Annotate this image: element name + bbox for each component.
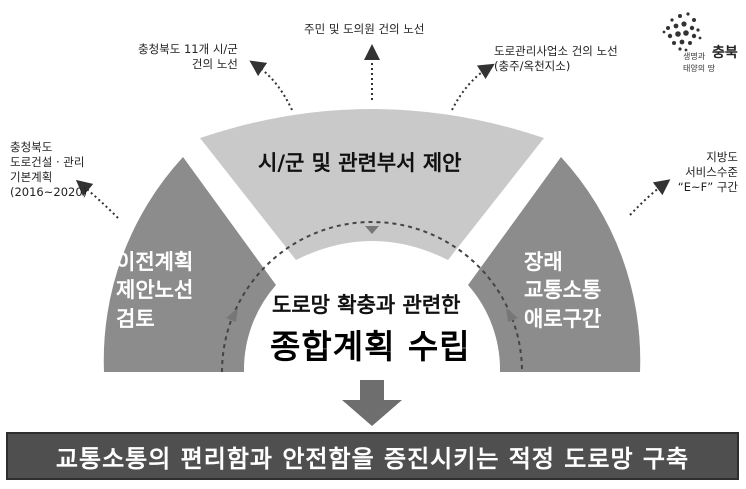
left-segment-label: 이전계획 제안노선 검토 [116, 248, 193, 333]
arc-arrow-top [365, 226, 379, 234]
annotation-line: (2016~2020) [10, 184, 88, 199]
right-label-line: 애로구간 [524, 306, 602, 331]
annotation-residents: 주민 및 도의원 건의 노선 [304, 22, 425, 36]
annotation-office: 도로관리사업소 건의 노선 (충주/옥천지소) [494, 44, 618, 74]
arc-arrow-left [226, 308, 238, 322]
annotation-left-plan: 충청북도 도로건설 · 관리 기본계획 (2016~2020) [10, 140, 87, 200]
annotation-line: 기본계획 [10, 169, 53, 184]
logo-text-bottom: 태양의 땅 [683, 64, 715, 73]
annotation-line: 도로관리사업소 건의 노선 [494, 44, 618, 58]
connector-service [629, 179, 671, 216]
annotation-service: 지방도 서비스수준 “E~F” 구간 [672, 150, 738, 195]
logo-icon [662, 12, 702, 52]
center-title: 종합계획 수립 [270, 327, 471, 366]
center-subtitle: 도로망 확충과 관련한 [272, 293, 461, 317]
logo-text-top: 생명과 [683, 52, 706, 61]
top-segment [200, 109, 544, 260]
inner-dashed-arc [221, 221, 523, 373]
right-label-line: 장래 [524, 250, 563, 274]
left-label-line: 검토 [116, 306, 155, 331]
annotation-cities: 충청북도 11개 시/군 건의 노선 [138, 42, 238, 72]
right-label-line: 교통소통 [524, 278, 602, 303]
top-segment-label: 시/군 및 관련부서 제안 [258, 151, 462, 175]
annotation-line: 서비스수준 [685, 164, 738, 179]
annotation-line: 지방도 [706, 150, 738, 164]
down-arrow [342, 380, 402, 426]
bottom-goal-text: 교통소통의 편리함과 안전함을 증진시키는 적정 도로망 구축 [55, 444, 690, 473]
left-label-line: 이전계획 [116, 250, 194, 274]
annotation-line: “E~F” 구간 [677, 179, 738, 194]
annotation-line: 도로건설 · 관리 [10, 154, 85, 169]
left-label-line: 제안노선 [116, 278, 194, 303]
bottom-goal-bar: 교통소통의 편리함과 안전함을 증진시키는 적정 도로망 구축 [6, 432, 739, 480]
annotation-line: 충청북도 11개 시/군 [138, 42, 238, 56]
annotation-line: 충청북도 [10, 140, 53, 154]
logo-text-main: 충북 [712, 45, 738, 61]
annotation-line: (충주/옥천지소) [494, 58, 571, 73]
annotation-line: 건의 노선 [191, 56, 238, 71]
right-segment-label: 장래 교통소통 애로구간 [524, 248, 601, 333]
connector-office [451, 63, 495, 111]
connector-cities [249, 60, 293, 111]
connector-left-plan [75, 179, 119, 219]
arc-arrow-right [506, 308, 518, 322]
